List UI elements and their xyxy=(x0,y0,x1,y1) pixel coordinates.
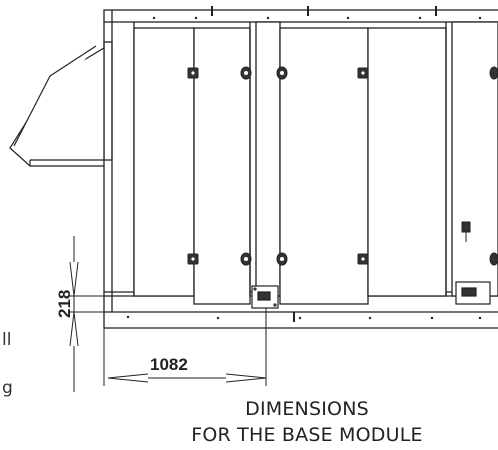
width-dimension-label: 1082 xyxy=(150,355,188,374)
caption-line-2: FOR THE BASE MODULE xyxy=(191,424,423,446)
door-lock xyxy=(461,221,471,242)
base-rivets xyxy=(126,315,482,320)
ventilation-hood xyxy=(9,41,113,167)
cropped-text-line-1: ll xyxy=(2,330,12,350)
caption-line-1: DIMENSIONS xyxy=(245,398,369,420)
height-dimension xyxy=(68,236,104,392)
junction-box-right xyxy=(455,281,491,305)
height-dimension-label: 218 xyxy=(55,290,74,318)
width-dimension xyxy=(103,308,267,386)
top-rivets xyxy=(152,16,482,20)
hinge-centers xyxy=(191,71,365,261)
junction-box-left xyxy=(251,285,279,309)
cropped-text-line-2: g xyxy=(2,378,13,398)
lifting-posts xyxy=(211,6,437,16)
